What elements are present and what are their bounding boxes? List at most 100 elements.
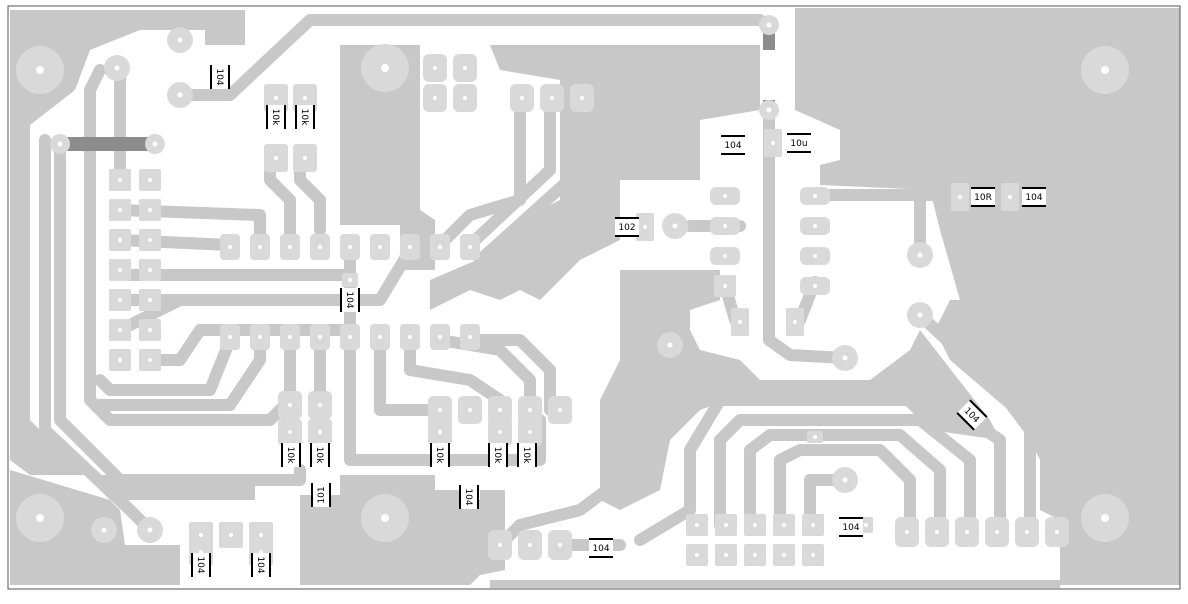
label-text: 10k xyxy=(270,109,280,126)
smd-pad xyxy=(139,349,161,371)
label-text: 104 xyxy=(344,291,354,308)
trace xyxy=(174,14,766,101)
label-text: 10k xyxy=(314,447,324,464)
smd-pad xyxy=(139,259,161,281)
smd-pad xyxy=(453,54,477,82)
through-hole-pad xyxy=(759,15,779,35)
through-hole-pad xyxy=(137,517,163,543)
through-hole-pad xyxy=(167,82,193,108)
smd-pad xyxy=(800,247,830,265)
label-text: 10R xyxy=(974,193,992,203)
label-text: 102 xyxy=(618,223,635,233)
smd-pad xyxy=(400,324,420,350)
trace xyxy=(404,334,506,406)
smd-pad xyxy=(686,544,708,566)
label-text: 104 xyxy=(724,141,741,151)
through-hole-pad xyxy=(167,27,193,53)
component-label-c-bot-right: 104 xyxy=(839,517,863,537)
smd-pad xyxy=(802,514,824,536)
trace xyxy=(634,394,1006,546)
through-hole-pad xyxy=(832,467,858,493)
smd-pad xyxy=(807,431,823,443)
component-label-c-top-left: 104 xyxy=(210,65,230,89)
through-hole-pad xyxy=(16,494,64,542)
smd-pad xyxy=(139,319,161,341)
pour-ic-top xyxy=(340,45,435,270)
component-label-r-bot-3: 10k xyxy=(430,443,450,467)
pads xyxy=(16,15,1129,566)
trace xyxy=(374,334,446,416)
smd-pad xyxy=(428,418,452,446)
smd-pad xyxy=(220,324,240,350)
smd-pad xyxy=(280,234,300,260)
through-hole-pad xyxy=(662,213,688,239)
smd-pad xyxy=(570,84,594,112)
smd-pad xyxy=(310,234,330,260)
smd-pad xyxy=(800,187,830,205)
smd-pad xyxy=(714,275,736,297)
smd-pad xyxy=(773,544,795,566)
component-label-c-bot-l2: 104 xyxy=(251,553,271,577)
trace xyxy=(94,334,236,396)
trace xyxy=(434,94,526,251)
smd-pad xyxy=(710,247,740,265)
label-text: 10k xyxy=(492,447,502,464)
smd-pad xyxy=(802,544,824,566)
label-text: 104 xyxy=(195,556,205,573)
through-hole-pad xyxy=(907,302,933,328)
trace xyxy=(763,104,851,364)
label-text: 10u xyxy=(790,139,807,149)
smd-pad xyxy=(370,234,390,260)
smd-pad xyxy=(109,289,131,311)
smd-pad xyxy=(428,396,452,424)
smd-pad xyxy=(370,324,390,350)
smd-pad xyxy=(540,84,564,112)
smd-pad xyxy=(430,324,450,350)
smd-pad xyxy=(280,324,300,350)
through-hole-pad xyxy=(91,517,117,543)
through-hole-pad xyxy=(16,46,64,94)
smd-pad xyxy=(340,234,360,260)
through-hole-pad xyxy=(145,134,165,154)
label-text: 104 xyxy=(842,523,859,533)
through-hole-pad xyxy=(361,44,409,92)
component-label-c-ic: 104 xyxy=(340,288,360,312)
smd-pad xyxy=(715,514,737,536)
trace xyxy=(114,234,236,251)
smd-pad xyxy=(308,391,332,419)
smd-pad xyxy=(744,544,766,566)
smd-pad xyxy=(250,234,270,260)
smd-pad xyxy=(109,199,131,221)
trace xyxy=(144,324,356,366)
smd-pad xyxy=(1001,183,1019,211)
smd-pad xyxy=(925,517,949,547)
smd-pad xyxy=(786,308,804,336)
smd-pad xyxy=(744,514,766,536)
through-hole-pad xyxy=(907,242,933,268)
label-text: 104 xyxy=(463,488,473,505)
smd-pad xyxy=(710,187,740,205)
component-label-c-reg: 104 xyxy=(721,135,745,155)
smd-pad xyxy=(139,169,161,191)
smd-pad xyxy=(310,324,330,350)
trace xyxy=(464,334,556,416)
component-label-c-bot-l1: 104 xyxy=(191,553,211,577)
component-label-r-bot-1: 10k xyxy=(281,443,301,467)
smd-pad xyxy=(510,84,534,112)
pour-bottom-strip xyxy=(490,580,1060,588)
label-text: 101 xyxy=(317,486,327,503)
label-text: 10k xyxy=(285,447,295,464)
pour-top-mid xyxy=(430,45,760,310)
smd-pad xyxy=(800,277,830,295)
label-text: 104 xyxy=(1025,193,1042,203)
smd-pad xyxy=(423,54,447,82)
label-text: 104 xyxy=(592,544,609,554)
smd-pad xyxy=(686,514,708,536)
smd-pad xyxy=(458,396,482,424)
through-hole-pad xyxy=(759,100,779,120)
smd-pad xyxy=(518,418,542,446)
smd-pad xyxy=(955,517,979,547)
through-hole-pad xyxy=(657,332,683,358)
smd-pad xyxy=(548,530,572,560)
smd-pad xyxy=(985,517,1009,547)
